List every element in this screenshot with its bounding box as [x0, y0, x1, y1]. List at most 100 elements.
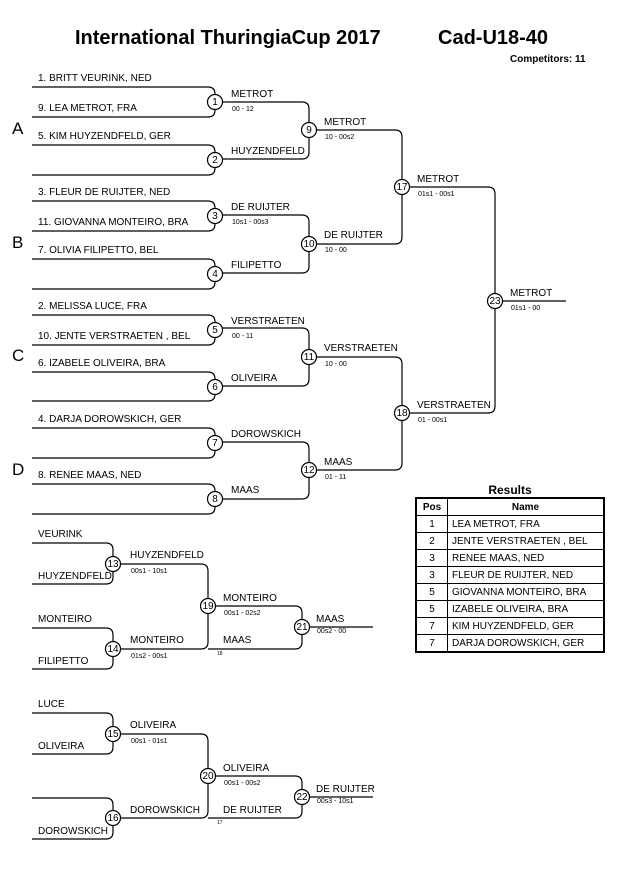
- result-name: IZABELE OLIVEIRA, BRA: [447, 600, 605, 618]
- match-score: 10 - 00s2: [325, 134, 355, 141]
- main-match-number: 18: [396, 408, 408, 419]
- match-score: 01 - 11: [325, 474, 347, 481]
- entrant-name: 6. IZABELE OLIVEIRA, BRA: [38, 358, 166, 369]
- bronze-score: 00s3 - 10s1: [317, 798, 354, 805]
- incoming-ref: 18: [217, 651, 223, 657]
- match-winner: DE RUIJTER: [324, 230, 383, 241]
- result-pos: 3: [415, 566, 448, 584]
- repechage-match-number: 20: [202, 771, 214, 782]
- main-match-number: 9: [306, 125, 312, 136]
- incoming-fighter: MAAS: [223, 635, 252, 646]
- results-title: Results: [488, 483, 532, 497]
- repechage-entrant: OLIVEIRA: [38, 741, 85, 752]
- entrant-name: 10. JENTE VERSTRAETEN , BEL: [38, 331, 191, 342]
- repechage-match-circle: [104, 640, 122, 658]
- match-score: 10 - 00: [325, 247, 347, 254]
- repechage-match-number: 16: [107, 813, 119, 824]
- match-winner: METROT: [324, 117, 367, 128]
- group-label-d: D: [12, 460, 25, 479]
- result-name: RENEE MAAS, NED: [447, 549, 605, 567]
- main-match-number: 6: [212, 382, 218, 393]
- main-match-number: 11: [304, 352, 315, 363]
- repechage-entrant: MONTEIRO: [38, 614, 92, 625]
- main-match-number: 5: [212, 325, 218, 336]
- result-pos: 7: [415, 617, 448, 635]
- match-winner: FILIPETTO: [231, 260, 282, 271]
- repechage-match-number: 21: [296, 622, 308, 633]
- final-score: 01s1 - 00: [511, 305, 541, 312]
- match-winner: METROT: [417, 174, 460, 185]
- match-winner: DOROWSKICH: [231, 429, 301, 440]
- match-winner: VERSTRAETEN: [324, 343, 398, 354]
- match-score: 00s1 - 02s2: [224, 610, 261, 617]
- result-pos: 1: [415, 515, 448, 533]
- main-match-circle: [206, 434, 224, 452]
- competitors-count: Competitors: 11: [510, 54, 586, 65]
- main-match-number: 10: [303, 239, 315, 250]
- match-winner: VERSTRAETEN: [231, 316, 305, 327]
- entrant-name: 2. MELISSA LUCE, FRA: [38, 301, 147, 312]
- main-match-circle: [206, 207, 224, 225]
- repechage-entrant: FILIPETTO: [38, 656, 89, 667]
- repechage-entrant: DOROWSKICH: [38, 826, 108, 837]
- repechage-match-circle: [293, 618, 311, 636]
- repechage-match-circle: [104, 555, 122, 573]
- main-match-circle: [206, 93, 224, 111]
- match-score: 01s2 - 00s1: [131, 653, 168, 660]
- result-pos: 5: [415, 600, 448, 618]
- match-score: 00s1 - 10s1: [131, 568, 168, 575]
- match-score: 00s1 - 00s2: [224, 780, 261, 787]
- repechage-match-circle: [293, 788, 311, 806]
- match-winner: OLIVEIRA: [223, 763, 270, 774]
- entrant-name: 5. KIM HUYZENDFELD, GER: [38, 131, 171, 142]
- name-column-header: Name: [447, 497, 605, 516]
- repechage-match-circle: [199, 597, 217, 615]
- main-match-number: 2: [212, 155, 218, 166]
- result-pos: 5: [415, 583, 448, 601]
- entrant-name: 11. GIOVANNA MONTEIRO, BRA: [38, 217, 189, 228]
- match-winner: MONTEIRO: [130, 635, 184, 646]
- main-match-circle: [300, 235, 318, 253]
- incoming-fighter: DE RUIJTER: [223, 805, 282, 816]
- result-name: DARJA DOROWSKICH, GER: [447, 634, 605, 653]
- tournament-title: International ThuringiaCup 2017: [75, 27, 381, 49]
- group-label-b: B: [12, 233, 24, 252]
- repechage-match-circle: [199, 767, 217, 785]
- result-name: FLEUR DE RUIJTER, NED: [447, 566, 605, 584]
- main-match-number: 23: [489, 296, 501, 307]
- entrant-name: 4. DARJA DOROWSKICH, GER: [38, 414, 182, 425]
- main-match-circle: [300, 348, 318, 366]
- main-match-circle: [393, 178, 411, 196]
- result-pos: 7: [415, 634, 448, 653]
- match-winner: VERSTRAETEN: [417, 400, 491, 411]
- bronze-score: 00s2 - 00: [317, 628, 347, 635]
- repechage-match-number: 22: [296, 792, 308, 803]
- repechage-entrant: LUCE: [38, 699, 65, 710]
- match-winner: MAAS: [324, 457, 353, 468]
- result-pos: 3: [415, 549, 448, 567]
- entrant-name: 8. RENEE MAAS, NED: [38, 470, 142, 481]
- match-winner: MONTEIRO: [223, 593, 277, 604]
- match-score: 10s1 - 00s3: [232, 219, 269, 226]
- group-label-c: C: [12, 346, 25, 365]
- repechage-match-circle: [104, 809, 122, 827]
- result-name: GIOVANNA MONTEIRO, BRA: [447, 583, 605, 601]
- main-match-number: 7: [212, 438, 218, 449]
- match-score: 00 - 11: [232, 333, 254, 340]
- pos-column-header: Pos: [415, 497, 448, 516]
- group-label-a: A: [12, 119, 24, 138]
- main-match-circle: [206, 265, 224, 283]
- match-winner: HUYZENDFELD: [231, 146, 305, 157]
- match-winner: METROT: [231, 89, 274, 100]
- main-match-circle: [486, 292, 504, 310]
- final-winner: METROT: [510, 288, 553, 299]
- match-winner: OLIVEIRA: [130, 720, 177, 731]
- main-match-circle: [206, 490, 224, 508]
